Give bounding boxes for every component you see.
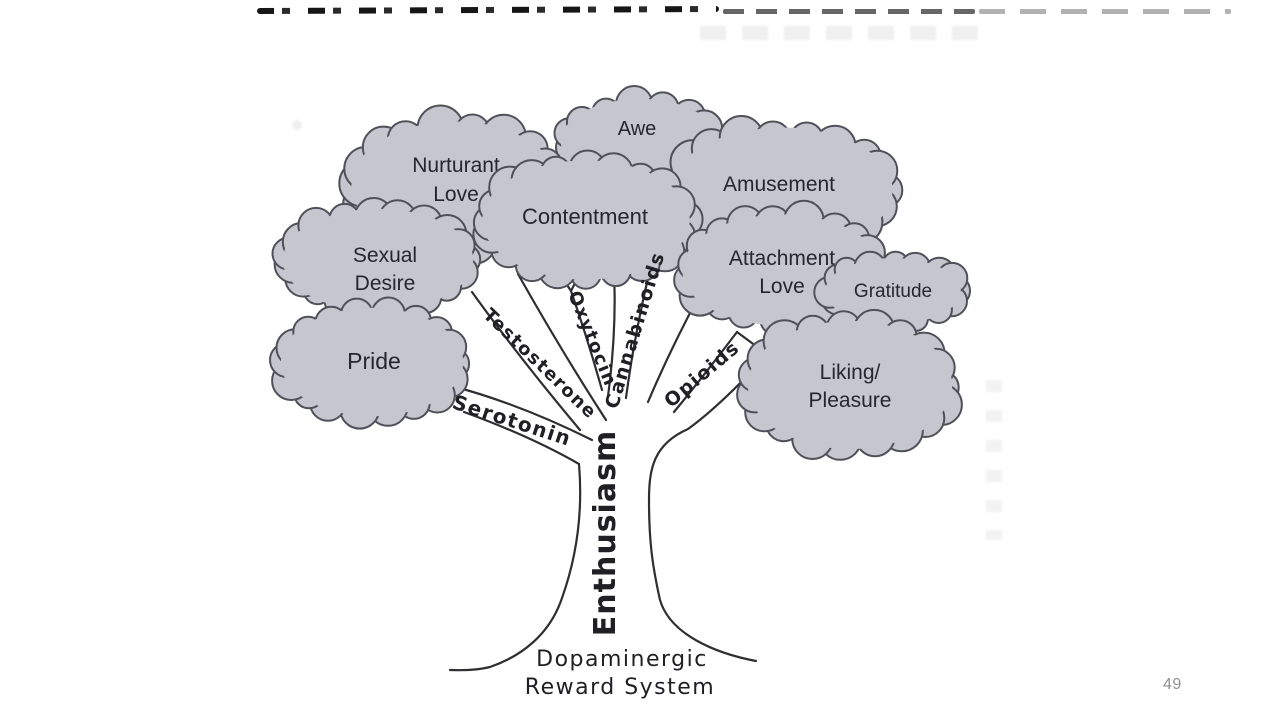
cloud-pride: Pride <box>269 296 471 430</box>
cloud-body <box>747 320 953 450</box>
page-number: 49 <box>1163 676 1182 693</box>
cloud-label-sexual-desire: Desire <box>355 272 416 295</box>
scan-artifact-dashes <box>979 9 1231 14</box>
scan-bleed-smudge <box>986 380 1002 540</box>
tree-branches <box>448 240 768 672</box>
cloud-label-gratitude: Gratitude <box>854 281 932 302</box>
cloud-label-liking-pleasure: Pleasure <box>809 389 892 412</box>
cloud-label-attachment-love: Attachment <box>729 247 835 270</box>
cloud-body <box>280 307 464 417</box>
branch-line <box>672 330 739 414</box>
scan-artifact-dashes <box>256 5 720 15</box>
cloud-label-amusement: Amusement <box>723 173 835 196</box>
branch-line <box>647 354 768 663</box>
cloud-contentment: Contentment <box>472 149 704 290</box>
branch-line <box>516 272 608 422</box>
branch-line <box>450 384 594 442</box>
cloud-label-contentment: Contentment <box>522 204 648 229</box>
trunk-label: Enthusiasm <box>588 430 623 636</box>
cloud-label-sexual-desire: Sexual <box>353 244 417 267</box>
scan-bleed-smudge <box>700 26 980 40</box>
branch-line <box>448 410 582 672</box>
scan-artifact-dashes <box>723 9 975 14</box>
cloud-body <box>825 258 961 324</box>
cloud-body <box>482 160 690 280</box>
branch-line <box>470 290 582 432</box>
cloud-label-nurturant-love: Love <box>433 183 479 206</box>
root-label-line2: Reward System <box>525 675 715 700</box>
cloud-label-nurturant-love: Nurturant <box>412 154 500 177</box>
cloud-label-attachment-love: Love <box>759 275 805 298</box>
cloud-label-liking-pleasure: Liking/ <box>820 361 881 384</box>
branch-label-serotonin: Serotonin <box>450 390 575 451</box>
cloud-liking-pleasure: Liking/Pleasure <box>736 308 963 461</box>
root-label-line1: Dopaminergic <box>536 647 708 672</box>
cloud-label-pride: Pride <box>347 348 401 374</box>
scan-bleed-smudge <box>292 120 302 130</box>
cropped-scan-text-artifact <box>256 5 1231 21</box>
cloud-body <box>282 208 474 312</box>
branch-line <box>569 289 604 392</box>
cloud-label-awe: Awe <box>618 118 657 140</box>
